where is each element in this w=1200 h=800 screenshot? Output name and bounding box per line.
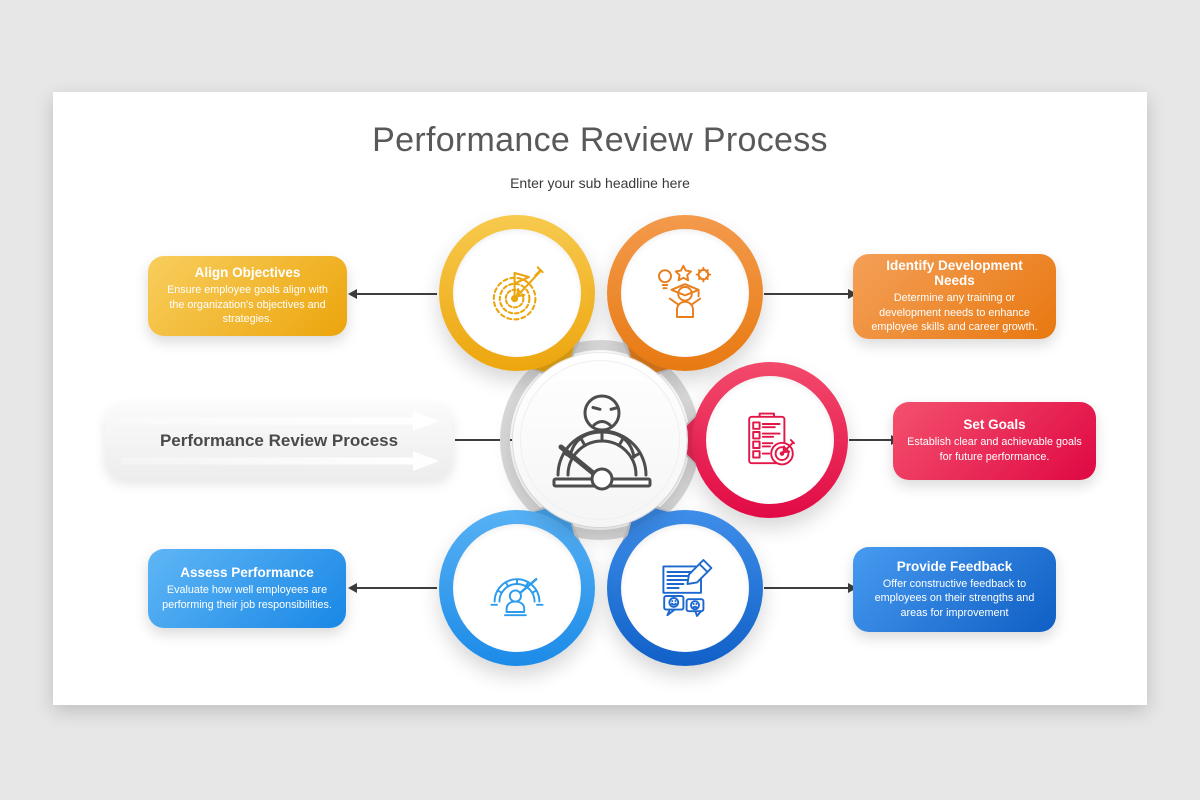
right-arrow-icon [121, 451, 439, 471]
connector-align-objectives [357, 293, 437, 295]
petal-provide-feedback [607, 498, 763, 666]
right-arrow-icon [121, 411, 439, 431]
hub-circle [513, 353, 687, 527]
petal-assess-performance [439, 498, 595, 666]
card-title: Provide Feedback [896, 558, 1013, 574]
feedback-note-icon [653, 556, 717, 620]
connector-hub-label [455, 439, 517, 441]
target-flag-icon [485, 261, 549, 325]
petal-face [706, 376, 834, 504]
hub-inner-ring [520, 360, 680, 520]
petal-identify-development-needs [607, 215, 763, 383]
petal-face [621, 229, 749, 357]
connector-identify-development-needs [764, 293, 848, 295]
card-title: Set Goals [963, 417, 1026, 433]
card-assess-performance: Assess Performance Evaluate how well emp… [148, 549, 346, 628]
card-description: Evaluate how well employees are performi… [162, 583, 332, 611]
card-description: Establish clear and achievable goals for… [907, 436, 1082, 463]
card-align-objectives: Align Objectives Ensure employee goals a… [148, 256, 347, 336]
card-description: Ensure employee goals align with the org… [167, 284, 328, 326]
page-title: Performance Review Process [372, 121, 828, 159]
petal-align-objectives [439, 215, 595, 383]
petal-face [453, 524, 581, 652]
card-identify-development-needs: Identify Development Needs Determine any… [853, 254, 1056, 339]
connector-assess-performance [357, 587, 437, 589]
performance-gauge-icon [485, 556, 549, 620]
card-title: Assess Performance [180, 564, 314, 580]
card-set-goals: Set Goals Establish clear and achievable… [893, 402, 1096, 480]
card-title: Align Objectives [194, 265, 301, 281]
hub-label-card: Performance Review Process [105, 403, 453, 479]
card-description: Offer constructive feedback to employees… [874, 577, 1035, 619]
card-title: Identify Development Needs [886, 258, 1023, 289]
card-description: Determine any training or development ne… [871, 292, 1038, 334]
card-provide-feedback: Provide Feedback Offer constructive feed… [853, 547, 1056, 632]
graduate-ideas-icon [653, 261, 717, 325]
sad-face-gauge-icon [540, 383, 660, 495]
connector-set-goals [849, 439, 891, 441]
petal-face [621, 524, 749, 652]
page-subtitle: Enter your sub headline here [510, 175, 690, 191]
checklist-target-icon [738, 408, 802, 472]
petal-set-goals [669, 362, 848, 518]
hub-label: Performance Review Process [159, 431, 399, 450]
connector-provide-feedback [764, 587, 848, 589]
